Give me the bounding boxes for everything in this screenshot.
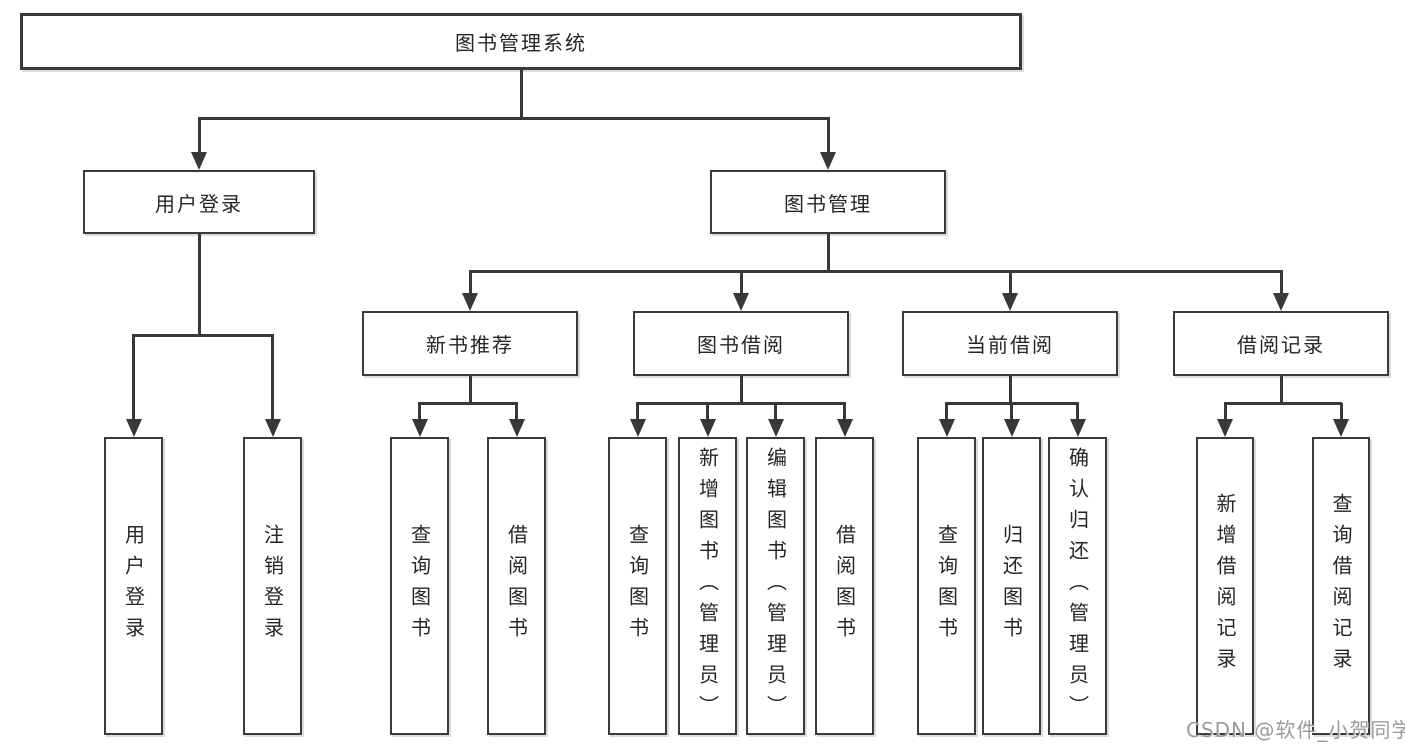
connector-line <box>132 335 135 421</box>
arrow-down-icon <box>820 152 836 170</box>
connector-line <box>418 403 421 421</box>
arrow-down-icon <box>125 419 142 437</box>
node-leaf-borrow-books-2: 借阅图书 <box>815 437 874 735</box>
connector-line <box>636 401 846 405</box>
node-leaf-borrow-books-1-label: 借阅图书 <box>504 524 529 648</box>
node-leaf-borrow-books-2-label: 借阅图书 <box>832 524 857 648</box>
node-leaf-logout: 注销登录 <box>243 437 302 735</box>
connector-line <box>197 118 201 154</box>
node-leaf-add-borrow-record-label: 新增借阅记录 <box>1213 493 1237 679</box>
node-leaf-add-borrow-record: 新增借阅记录 <box>1196 437 1254 735</box>
connector-line <box>1279 271 1283 295</box>
node-current-borrowing-label: 当前借阅 <box>966 333 1054 357</box>
node-leaf-query-books-1-label: 查询图书 <box>407 524 432 648</box>
node-leaf-query-borrow-record: 查询借阅记录 <box>1312 437 1370 735</box>
connector-line <box>271 335 274 421</box>
arrow-down-icon <box>699 419 716 437</box>
node-leaf-add-books-admin: 新增图书（管理员） <box>678 437 737 735</box>
arrow-down-icon <box>1273 293 1289 311</box>
node-leaf-confirm-return-admin: 确认归还（管理员） <box>1048 437 1107 735</box>
node-leaf-user-login-label: 用户登录 <box>121 524 146 648</box>
arrow-down-icon <box>508 419 525 437</box>
node-leaf-query-books-2: 查询图书 <box>608 437 667 735</box>
arrow-down-icon <box>264 419 281 437</box>
connector-line <box>1223 403 1227 421</box>
connector-line <box>197 116 830 120</box>
node-user-login-label: 用户登录 <box>155 191 243 216</box>
arrow-down-icon <box>733 293 749 311</box>
connector-line <box>826 234 830 271</box>
connector-line <box>1339 403 1343 421</box>
node-leaf-confirm-return-admin-label: 确认归还（管理员） <box>1065 446 1090 726</box>
connector-line <box>843 403 846 421</box>
node-user-login: 用户登录 <box>83 170 315 234</box>
node-new-book-recommend: 新书推荐 <box>362 311 578 376</box>
node-library-system: 图书管理系统 <box>20 13 1022 70</box>
node-leaf-logout-label: 注销登录 <box>260 524 285 648</box>
node-library-system-label: 图书管理系统 <box>455 31 587 55</box>
node-leaf-query-borrow-record-label: 查询借阅记录 <box>1329 493 1353 679</box>
node-leaf-query-books-3-label: 查询图书 <box>934 524 959 648</box>
connector-line <box>739 271 743 295</box>
arrow-down-icon <box>1003 419 1020 437</box>
connector-line <box>636 403 639 421</box>
arrow-down-icon <box>411 419 428 437</box>
node-new-book-recommend-label: 新书推荐 <box>426 333 514 357</box>
connector-line <box>1008 376 1012 403</box>
connector-line <box>468 269 1283 273</box>
node-current-borrowing: 当前借阅 <box>902 311 1118 376</box>
connector-line <box>519 70 523 118</box>
node-leaf-user-login: 用户登录 <box>104 437 163 735</box>
arrow-down-icon <box>1217 419 1233 437</box>
connector-line <box>515 403 518 421</box>
arrow-down-icon <box>767 419 784 437</box>
watermark: CSDN @软件_小贺同学 <box>1186 718 1405 742</box>
arrow-down-icon <box>938 419 955 437</box>
connector-line <box>945 403 948 421</box>
arrow-down-icon <box>836 419 853 437</box>
node-leaf-edit-books-admin-label: 编辑图书（管理员） <box>763 446 788 726</box>
connector-line <box>826 118 830 154</box>
connector-line <box>706 403 709 421</box>
arrow-down-icon <box>1069 419 1086 437</box>
node-leaf-add-books-admin-label: 新增图书（管理员） <box>695 446 720 726</box>
connector-line <box>418 401 518 405</box>
node-leaf-edit-books-admin: 编辑图书（管理员） <box>746 437 805 735</box>
connector-line <box>1008 271 1012 295</box>
connector-line <box>739 376 743 403</box>
node-leaf-return-books-label: 归还图书 <box>999 524 1024 648</box>
arrow-down-icon <box>462 293 478 311</box>
connector-line <box>774 403 777 421</box>
node-leaf-query-books-1: 查询图书 <box>390 437 449 735</box>
arrow-down-icon <box>1002 293 1018 311</box>
node-book-borrowing-label: 图书借阅 <box>697 333 785 357</box>
node-book-management-label: 图书管理 <box>784 191 872 216</box>
node-leaf-borrow-books-1: 借阅图书 <box>487 437 546 735</box>
arrow-down-icon <box>1333 419 1349 437</box>
connector-line <box>1076 403 1079 421</box>
node-leaf-query-books-2-label: 查询图书 <box>625 524 650 648</box>
connector-line <box>1010 403 1013 421</box>
connector-line <box>1279 376 1283 403</box>
arrow-down-icon <box>191 152 207 170</box>
node-book-borrowing: 图书借阅 <box>633 311 849 376</box>
node-book-management: 图书管理 <box>710 170 946 234</box>
connector-line <box>1224 401 1342 405</box>
connector-line <box>197 234 201 335</box>
connector-line <box>945 401 1079 405</box>
arrow-down-icon <box>629 419 646 437</box>
node-borrowing-records-label: 借阅记录 <box>1237 333 1325 357</box>
connector-line <box>468 271 472 295</box>
node-borrowing-records: 借阅记录 <box>1173 311 1389 376</box>
node-leaf-return-books: 归还图书 <box>982 437 1041 735</box>
connector-line <box>132 333 274 337</box>
connector-line <box>468 376 472 403</box>
node-leaf-query-books-3: 查询图书 <box>917 437 976 735</box>
